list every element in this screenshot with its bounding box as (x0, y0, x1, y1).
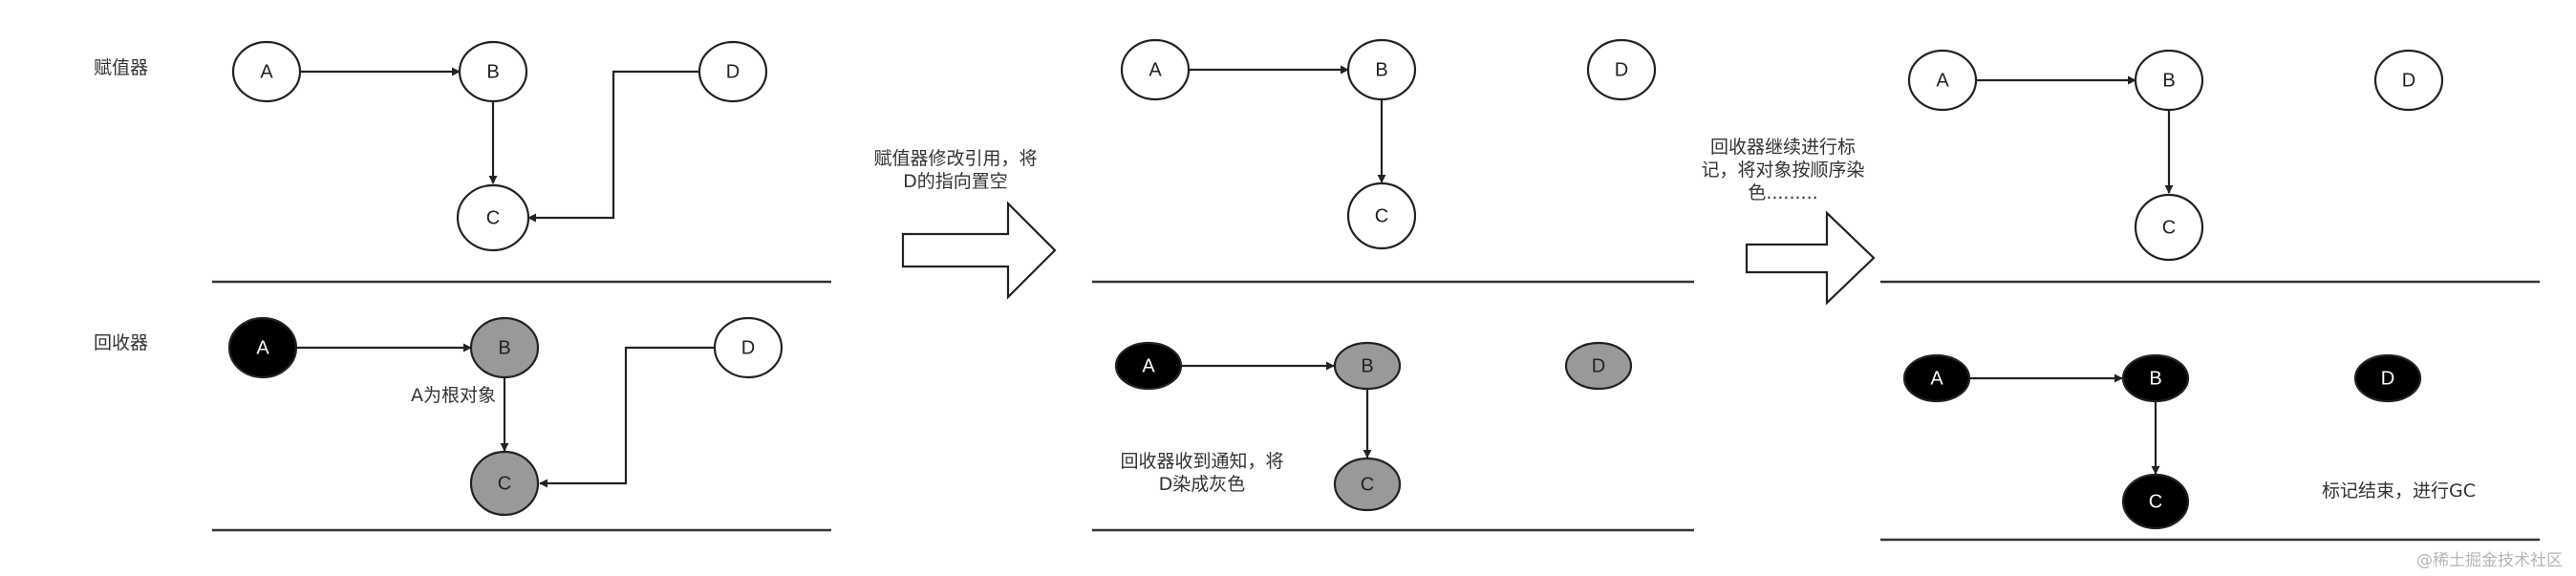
node-a: A (1902, 353, 1971, 403)
node-d-label: D (1592, 355, 1605, 376)
node-d-shape (713, 316, 784, 379)
panel3-mutator-graph: A B C D (1907, 49, 2444, 262)
node-d-shape (1564, 341, 1633, 391)
step1-text-line2: D的指向置空 (903, 171, 1008, 192)
node-a-shape (1907, 49, 1978, 112)
node-a-shape (1114, 341, 1183, 391)
node-c: C (1333, 457, 1402, 512)
node-d-label: D (741, 337, 755, 358)
node-c-label: C (486, 207, 500, 228)
node-d: D (2353, 353, 2422, 403)
node-a-shape (1120, 38, 1191, 101)
step1-arrow-shape (901, 201, 1057, 300)
node-a-label: A (256, 337, 269, 358)
node-d-label: D (726, 61, 740, 82)
node-a: A (231, 40, 302, 103)
panel1-collector-graph: A B C D (227, 316, 784, 517)
node-b-label: B (1375, 59, 1387, 80)
node-b-shape (1346, 38, 1417, 101)
panel2-mutator-graph: A B C D (1120, 38, 1657, 250)
step2-arrow-shape (1745, 210, 1876, 306)
node-b: B (1346, 38, 1417, 101)
node-d: D (1564, 341, 1633, 391)
panel1-mutator-graph: A B C D (231, 40, 768, 252)
finish-text: 标记结束，进行GC (2322, 480, 2476, 501)
node-c-shape (456, 183, 530, 252)
node-d: D (713, 316, 784, 379)
node-d-shape (2373, 49, 2444, 112)
step2-text-line2: 记，将对象按顺序染 (1701, 160, 1864, 181)
node-b: B (2134, 49, 2204, 112)
node-b-shape (1333, 341, 1402, 391)
node-c-shape (2121, 473, 2190, 530)
panel3-collector-graph: A B C D (1902, 353, 2422, 530)
node-b-label: B (498, 337, 510, 358)
node-b: B (469, 316, 540, 379)
node-d-shape (1586, 38, 1657, 101)
node-c: C (456, 183, 530, 252)
node-c-shape (1346, 181, 1417, 250)
node-b: B (2121, 353, 2190, 403)
node-c-label: C (2149, 491, 2162, 512)
step1-text-line1: 赋值器修改引用，将 (873, 148, 1037, 169)
node-c: C (2121, 473, 2190, 530)
step2-text-line1: 回收器继续进行标 (1710, 137, 1856, 158)
panel2-collector-graph: A B C D (1114, 341, 1633, 512)
node-a-label: A (1148, 59, 1162, 80)
node-c-label: C (1375, 205, 1388, 226)
node-c: C (469, 450, 540, 517)
node-c: C (2134, 193, 2204, 262)
node-d-label: D (1615, 59, 1628, 80)
a-root-annotation: A为根对象 (411, 385, 496, 406)
node-d-label: D (2381, 368, 2394, 389)
node-b-label: B (2149, 368, 2161, 389)
node-b-label: B (486, 61, 499, 82)
node-a: A (1907, 49, 1978, 112)
node-b: B (458, 40, 528, 103)
node-a-label: A (1936, 70, 1949, 91)
node-a-shape (231, 40, 302, 103)
node-b-shape (458, 40, 528, 103)
node-d: D (2373, 49, 2444, 112)
node-a: A (227, 316, 298, 379)
node-b: B (1333, 341, 1402, 391)
node-d: D (1586, 38, 1657, 101)
node-a-shape (1902, 353, 1971, 403)
node-c-label: C (1361, 474, 1374, 495)
node-b-label: B (1361, 355, 1373, 376)
step2-text-line3: 色......... (1748, 182, 1817, 203)
edge-d-c (527, 70, 699, 223)
node-c-shape (1333, 457, 1402, 512)
node-b-label: B (2162, 70, 2175, 91)
watermark-text: @稀土掘金技术社区 (2416, 551, 2563, 570)
node-d-label: D (2402, 70, 2415, 91)
node-a-label: A (1930, 368, 1943, 389)
node-b-shape (469, 316, 540, 379)
collector-label: 回收器 (94, 332, 148, 353)
notify-text-line1: 回收器收到通知，将 (1120, 451, 1283, 472)
node-c-shape (2134, 193, 2204, 262)
node-a-label: A (260, 61, 273, 82)
separator-lines (212, 280, 2540, 542)
node-c-label: C (2162, 217, 2176, 238)
mutator-label: 赋值器 (94, 57, 148, 78)
node-c: C (1346, 181, 1417, 250)
node-d-shape (698, 40, 768, 103)
node-b-shape (2134, 49, 2204, 112)
node-d-shape (2353, 353, 2422, 403)
node-c-shape (469, 450, 540, 517)
node-a: A (1120, 38, 1191, 101)
node-d: D (698, 40, 768, 103)
node-a: A (1114, 341, 1183, 391)
node-c-label: C (498, 473, 511, 494)
node-a-label: A (1142, 355, 1155, 376)
node-a-shape (227, 316, 298, 379)
edge-d-c (539, 346, 715, 488)
node-b-shape (2121, 353, 2190, 403)
notify-text-line2: D染成灰色 (1159, 474, 1246, 495)
